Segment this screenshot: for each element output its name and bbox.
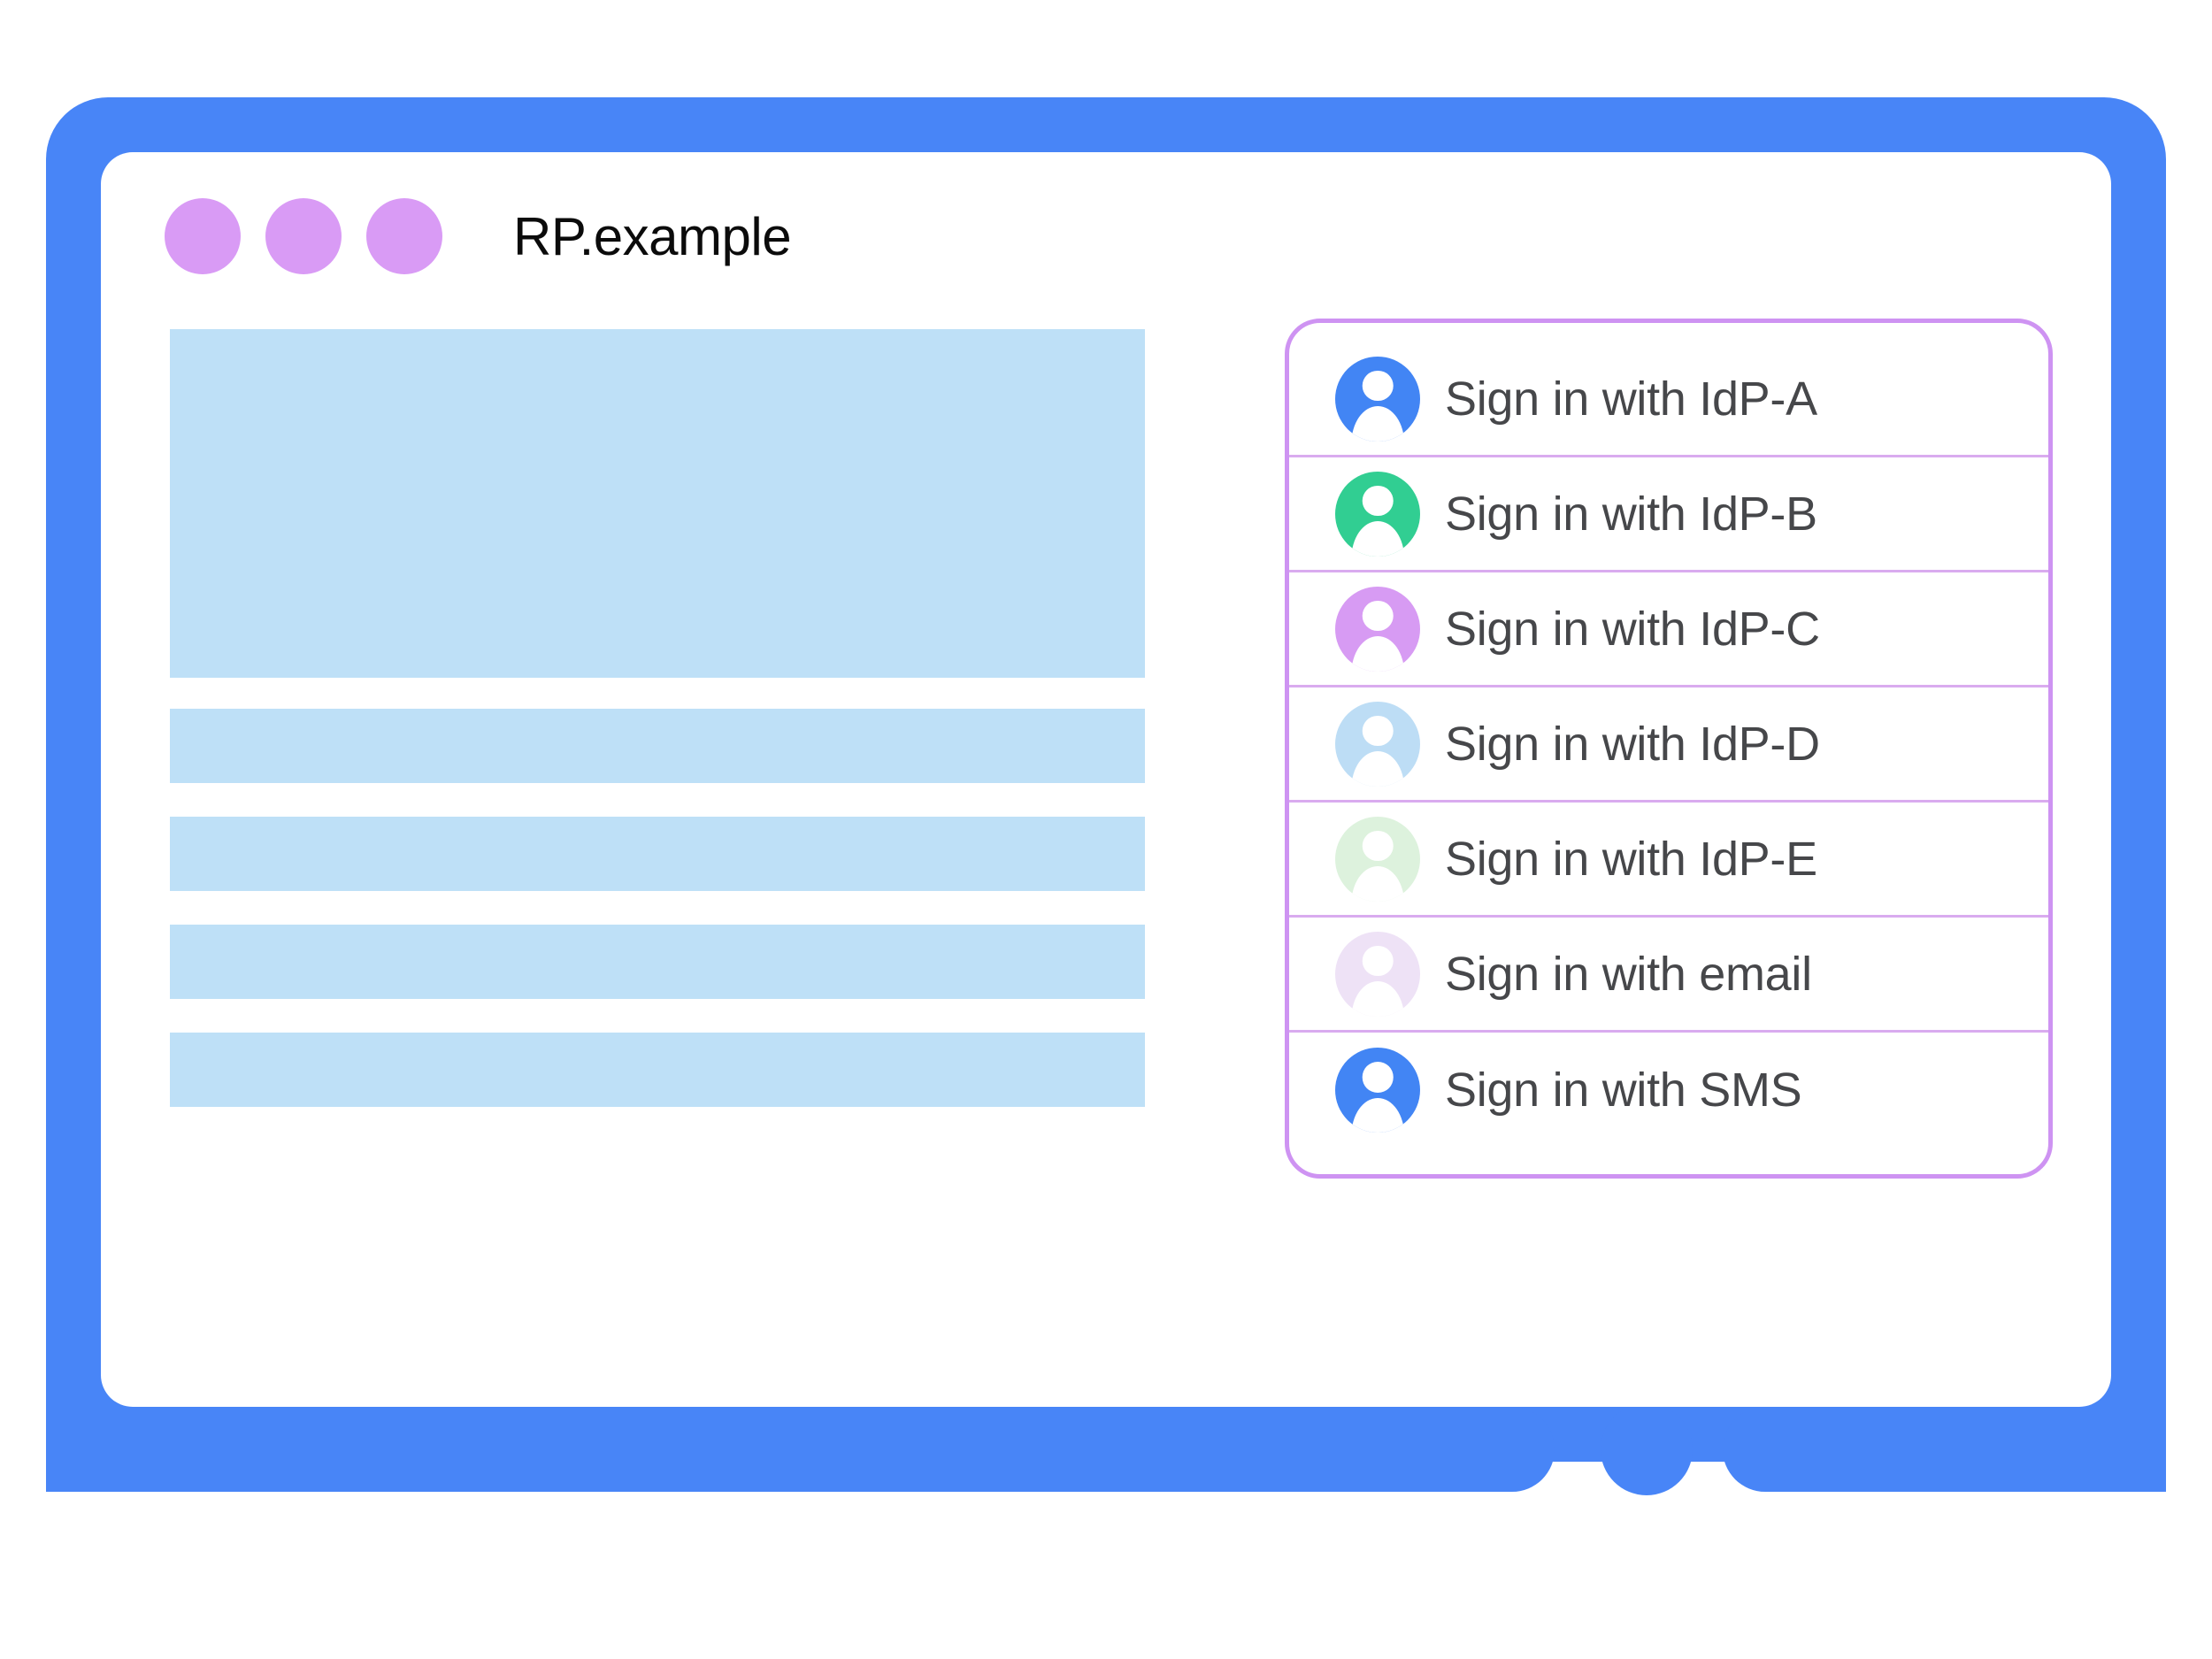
account-avatar-icon xyxy=(1335,816,1420,902)
idp-option-label: Sign in with IdP-C xyxy=(1445,602,1820,656)
content-placeholder-bar-1 xyxy=(170,709,1145,783)
idp-option-row[interactable]: Sign in with IdP-A xyxy=(1289,342,2048,457)
content-placeholder-bar-3 xyxy=(170,925,1145,999)
home-button[interactable] xyxy=(1601,1403,1693,1495)
idp-option-label: Sign in with IdP-D xyxy=(1445,717,1820,771)
idp-option-label: Sign in with IdP-B xyxy=(1445,487,1817,541)
idp-option-row[interactable]: Sign in with IdP-D xyxy=(1289,687,2048,803)
account-avatar-icon xyxy=(1335,931,1420,1017)
content-placeholder-bar-2 xyxy=(170,817,1145,891)
account-avatar-icon xyxy=(1335,1048,1420,1133)
idp-account-chooser-panel: Sign in with IdP-A Sign in with IdP-B Si… xyxy=(1285,319,2053,1179)
content-placeholder-bar-4 xyxy=(170,1033,1145,1107)
device-bezel-bottom-right-bar xyxy=(1723,1407,2166,1492)
browser-screen: RP.example Sign in with IdP-A Sign i xyxy=(101,152,2111,1407)
idp-option-row[interactable]: Sign in with IdP-B xyxy=(1289,457,2048,572)
account-avatar-icon xyxy=(1335,356,1420,442)
idp-option-label: Sign in with IdP-E xyxy=(1445,832,1817,886)
account-avatar-icon xyxy=(1335,701,1420,787)
idp-option-row[interactable]: Sign in with email xyxy=(1289,918,2048,1033)
browser-titlebar: RP.example xyxy=(101,152,2111,320)
idp-option-row[interactable]: Sign in with IdP-E xyxy=(1289,803,2048,918)
tab-title: RP.example xyxy=(513,206,792,266)
account-avatar-icon xyxy=(1335,586,1420,672)
content-placeholder-hero xyxy=(170,329,1145,678)
idp-option-row[interactable]: Sign in with SMS xyxy=(1289,1033,2048,1148)
device-bezel-bottom-left-bar xyxy=(46,1407,1555,1492)
idp-option-label: Sign in with IdP-A xyxy=(1445,372,1817,426)
window-dot-minimize-icon[interactable] xyxy=(265,198,342,274)
idp-option-row[interactable]: Sign in with IdP-C xyxy=(1289,572,2048,687)
account-avatar-icon xyxy=(1335,471,1420,557)
window-control-dots xyxy=(165,198,442,274)
browser-device-frame: RP.example Sign in with IdP-A Sign i xyxy=(46,97,2166,1577)
idp-option-label: Sign in with email xyxy=(1445,947,1812,1001)
idp-option-label: Sign in with SMS xyxy=(1445,1064,1802,1117)
window-dot-close-icon[interactable] xyxy=(165,198,241,274)
window-dot-maximize-icon[interactable] xyxy=(366,198,442,274)
page-content-placeholders xyxy=(170,329,1145,1107)
